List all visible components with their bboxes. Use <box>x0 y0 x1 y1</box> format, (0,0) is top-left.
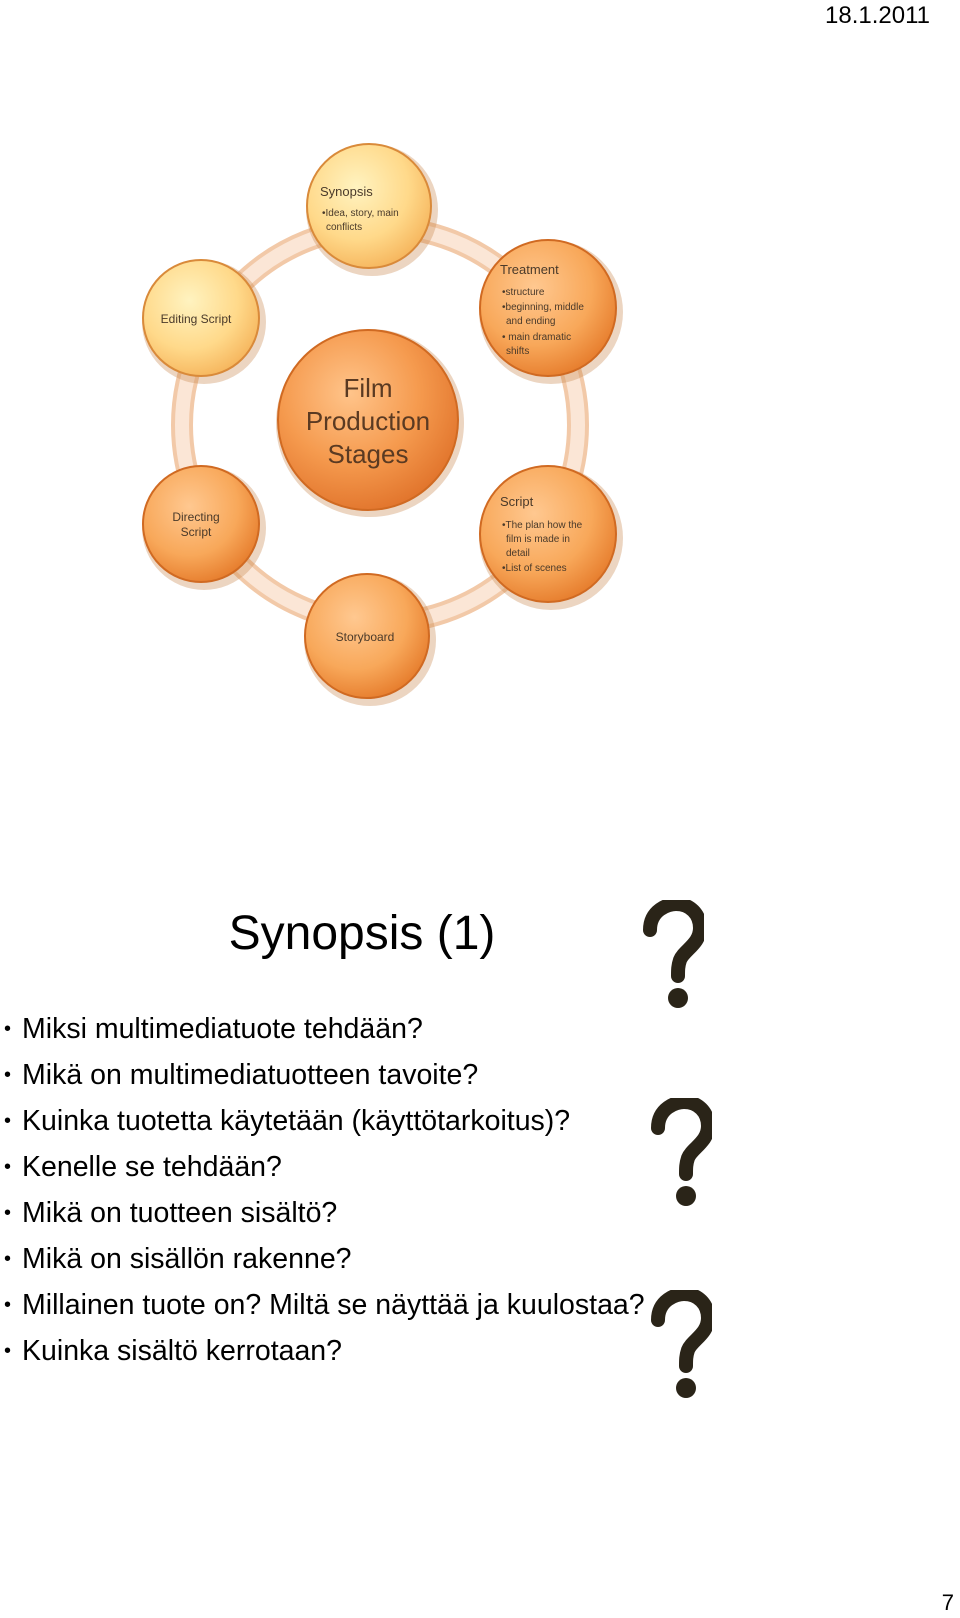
svg-text:•structure: •structure <box>502 287 545 298</box>
bullet-list: •Miksi multimediatuote tehdään? •Mikä on… <box>0 1006 645 1374</box>
svg-text:shifts: shifts <box>506 346 529 357</box>
svg-text:and ending: and ending <box>506 316 556 327</box>
question-mark-icon <box>643 900 704 1008</box>
center-node: Film Production Stages <box>276 329 464 517</box>
svg-text:•List of scenes: •List of scenes <box>502 563 567 574</box>
stage-node-editing-script: Editing Script <box>142 259 266 384</box>
center-label-1: Film <box>343 373 392 403</box>
stage-node-treatment: Treatment •structure •beginning, middle … <box>479 239 623 384</box>
svg-text:Treatment: Treatment <box>500 262 559 277</box>
slide-title: Synopsis (1) <box>228 907 496 960</box>
list-item: •Mikä on sisällön rakenne? <box>4 1243 352 1275</box>
svg-text:•The plan how the: •The plan how the <box>502 520 583 531</box>
question-mark-icon <box>651 1098 712 1206</box>
stage-node-storyboard: Storyboard <box>304 573 436 706</box>
svg-text:Storyboard: Storyboard <box>336 630 395 644</box>
page-number: 7 <box>941 1590 954 1615</box>
svg-text:Directing: Directing <box>172 510 219 524</box>
stage-node-directing-script: Directing Script <box>142 465 266 590</box>
list-item: •Miksi multimediatuote tehdään? <box>4 1013 423 1045</box>
stage-node-script: Script •The plan how the film is made in… <box>479 465 623 610</box>
svg-text:detail: detail <box>506 548 530 559</box>
film-production-stages-diagram: Film Production Stages Synopsis •Idea, s… <box>142 143 623 706</box>
svg-text:Editing Script: Editing Script <box>161 312 232 326</box>
question-mark-icon <box>651 1290 712 1398</box>
list-item: •Mikä on multimediatuotteen tavoite? <box>4 1059 479 1091</box>
svg-text:film is made in: film is made in <box>506 534 570 545</box>
center-label-3: Stages <box>328 439 409 469</box>
svg-text:• main dramatic: • main dramatic <box>502 332 571 343</box>
slide-date: 18.1.2011 <box>825 2 930 29</box>
stage-node-synopsis: Synopsis •Idea, story, main conflicts <box>306 143 438 276</box>
list-item: •Kenelle se tehdään? <box>4 1151 282 1183</box>
list-item: •Kuinka tuotetta käytetään (käyttötarkoi… <box>4 1105 571 1137</box>
list-item: •Millainen tuote on? Miltä se näyttää ja… <box>4 1289 645 1321</box>
svg-text:Script: Script <box>500 494 534 509</box>
list-item: •Mikä on tuotteen sisältö? <box>4 1197 338 1229</box>
list-item: •Kuinka sisältö kerrotaan? <box>4 1335 343 1367</box>
stage-title: Synopsis <box>320 184 373 199</box>
svg-text:•beginning, middle: •beginning, middle <box>502 302 584 313</box>
center-label-2: Production <box>306 406 430 436</box>
svg-text:conflicts: conflicts <box>326 222 362 233</box>
svg-text:•Idea, story, main: •Idea, story, main <box>322 208 399 219</box>
svg-text:Script: Script <box>181 525 212 539</box>
